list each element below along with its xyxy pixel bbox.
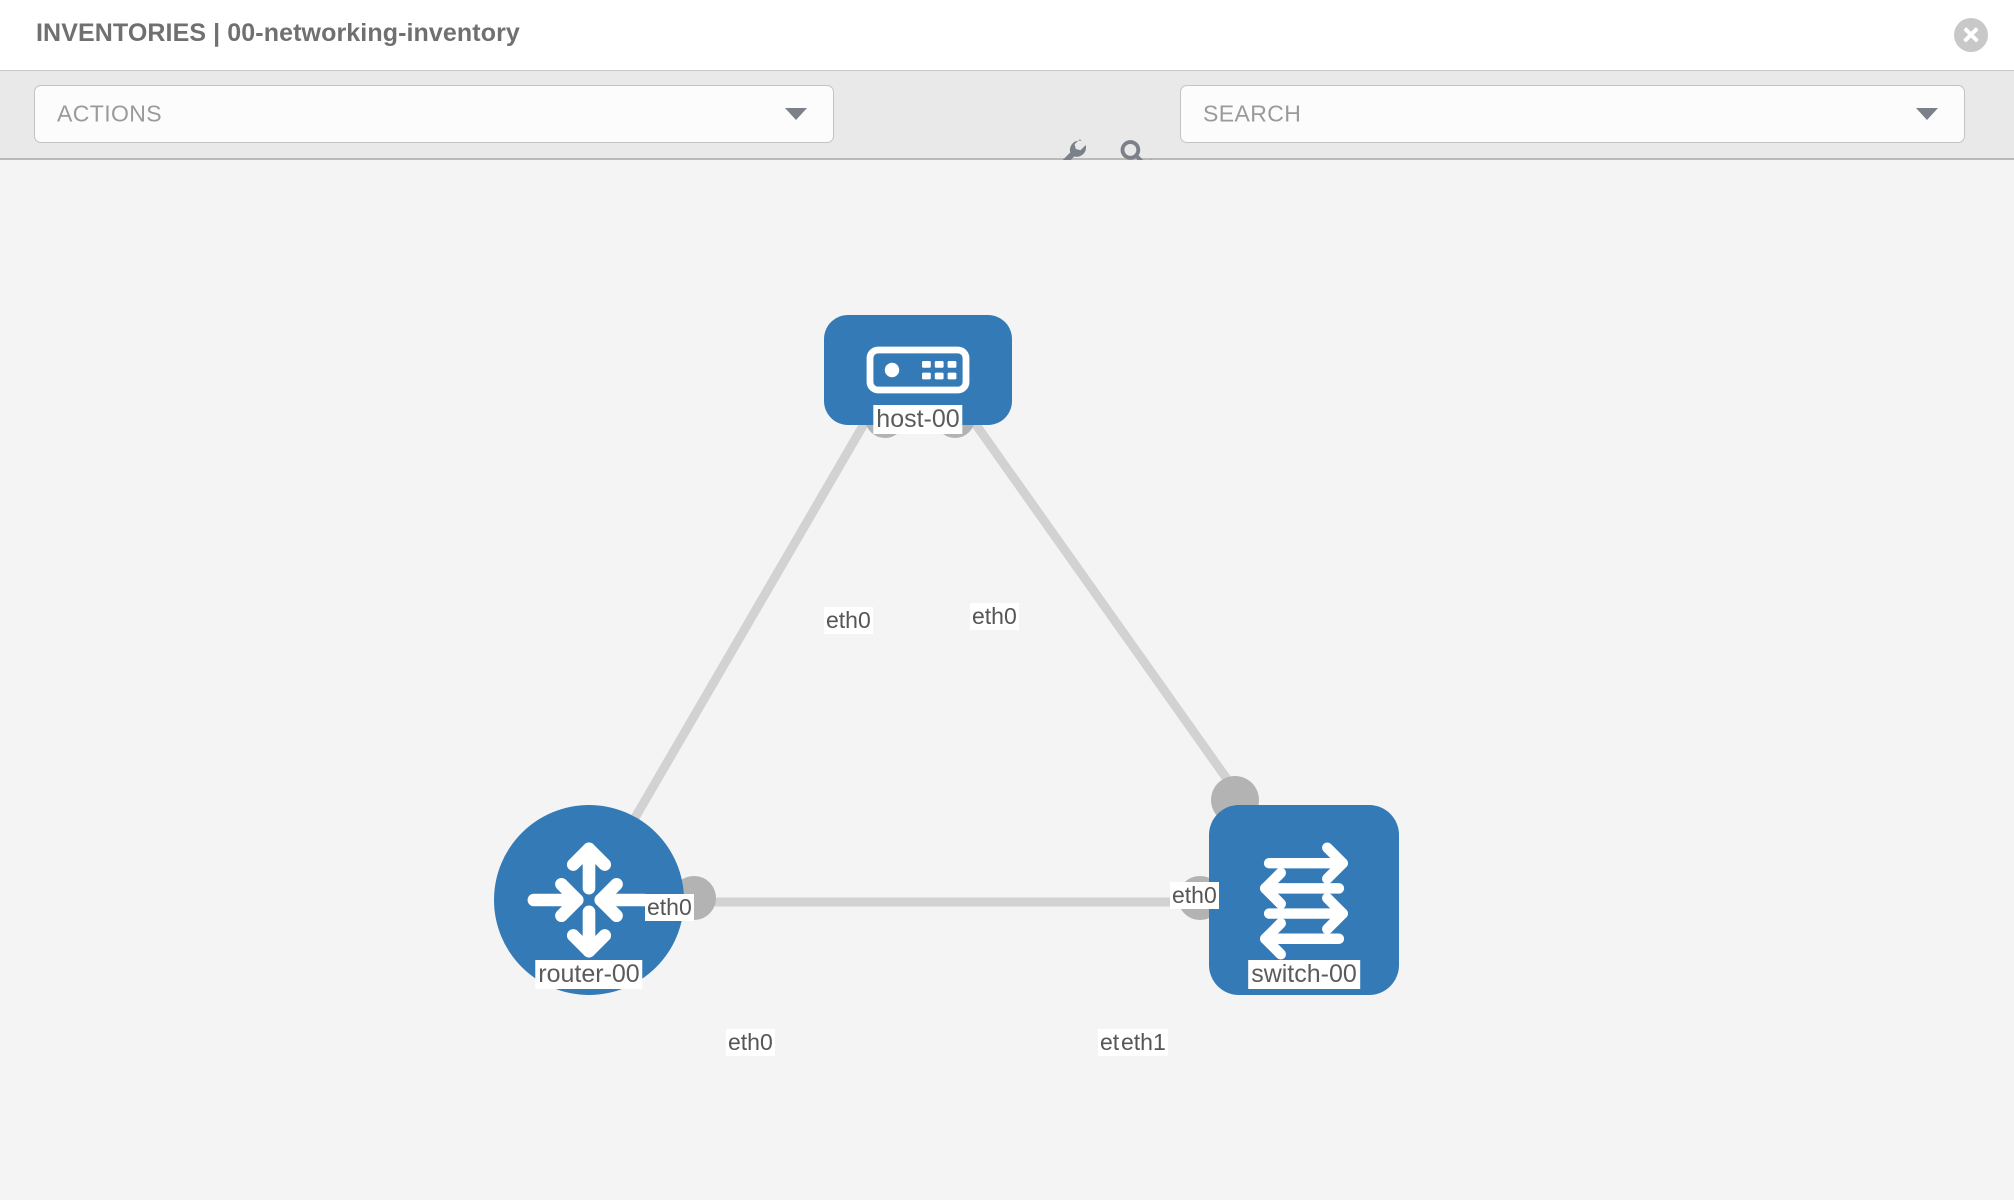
chevron-down-icon [785,108,807,120]
search-input[interactable]: SEARCH [1180,85,1965,143]
iface-label-switch-eth0-up: eth0 [1170,882,1219,909]
iface-label-host-eth0-right: eth0 [970,603,1019,630]
chevron-down-icon [1916,108,1938,120]
iface-label-switch-eth1: eth1 [1119,1029,1168,1056]
router-node-label: router-00 [535,960,643,989]
iface-label-host-eth0-left: eth0 [824,607,873,634]
link-edges [595,400,1300,907]
server-appliance-icon [866,346,970,394]
bidirectional-arrows-switch-icon [1260,842,1348,960]
search-placeholder: SEARCH [1203,100,1302,127]
switch-node-label: switch-00 [1248,960,1360,989]
topology-node-router-00[interactable]: router-00 [494,805,684,995]
link-host-router [595,400,880,883]
topology-canvas[interactable]: host-00 rout [0,160,2014,1200]
host-node-shape [824,315,1012,425]
close-icon[interactable] [1954,18,1988,52]
iface-label-router-eth0-up: eth0 [645,894,694,921]
page-header: INVENTORIES | 00-networking-inventory [0,0,2014,70]
topology-node-switch-00[interactable]: switch-00 [1209,805,1399,995]
topology-node-host-00[interactable]: host-00 [824,315,1012,434]
four-arrows-router-icon [527,842,651,958]
page-title: INVENTORIES | 00-networking-inventory [36,19,520,47]
host-node-label: host-00 [873,405,963,434]
iface-label-router-eth0-right: eth0 [726,1029,775,1056]
actions-dropdown[interactable]: ACTIONS [34,85,834,143]
link-endpoints [672,398,1259,920]
toolbar: ACTIONS SEARCH [0,70,2014,175]
actions-dropdown-label: ACTIONS [57,100,163,127]
